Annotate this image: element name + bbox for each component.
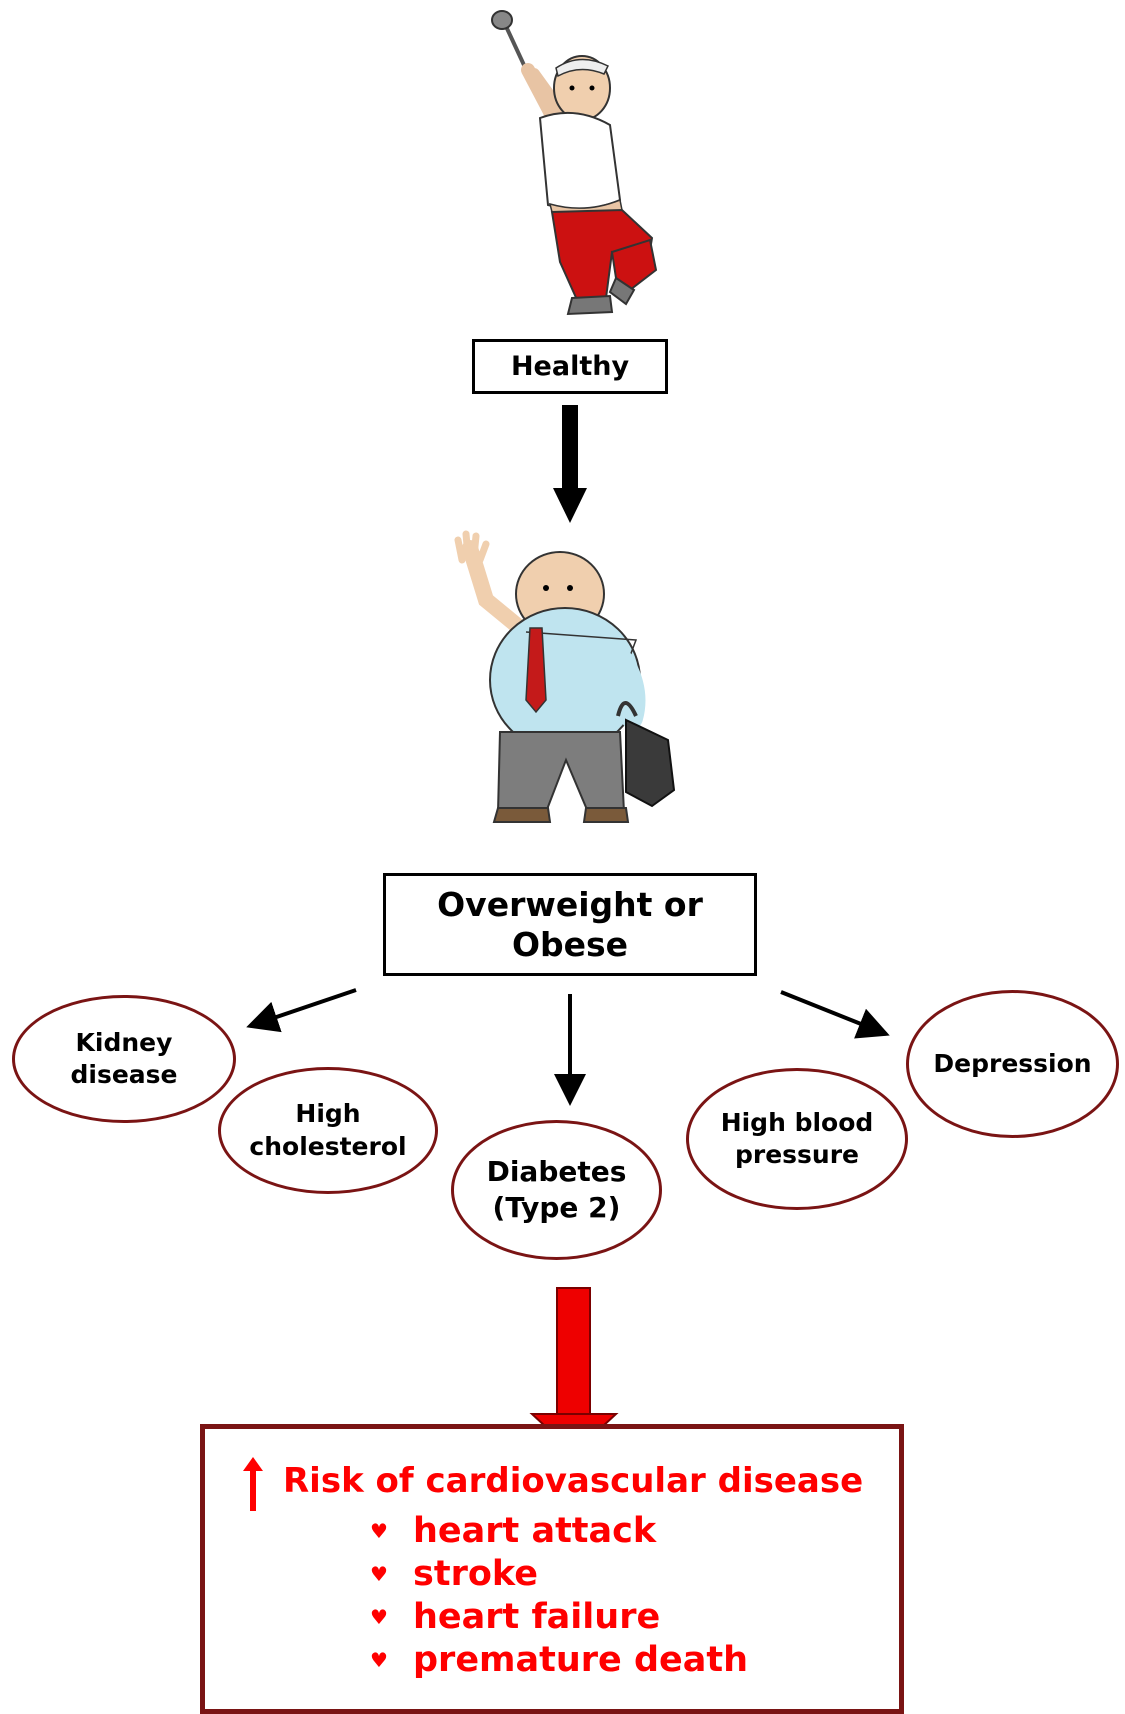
condition-kidney: Kidney disease xyxy=(12,995,236,1123)
outcome-title: Risk of cardiovascular disease xyxy=(283,1461,864,1501)
healthy-box: Healthy xyxy=(472,339,668,394)
condition-cholesterol: High cholesterol xyxy=(218,1067,438,1194)
outcome-item: ♥ heart attack xyxy=(365,1509,748,1552)
outcome-item-text: stroke xyxy=(413,1553,538,1594)
overweight-label: Overweight or Obese xyxy=(437,884,703,964)
arrow-to-depression xyxy=(780,990,890,1039)
heart-icon: ♥ xyxy=(370,1604,388,1629)
up-arrow-icon xyxy=(243,1457,263,1511)
outcome-item-text: heart failure xyxy=(413,1596,661,1637)
healthy-label: Healthy xyxy=(510,351,630,382)
arrow-to-kidney xyxy=(246,988,357,1033)
outcome-item-text: heart attack xyxy=(413,1510,657,1551)
kidney-label: Kidney disease xyxy=(70,1027,178,1090)
heart-icon: ♥ xyxy=(370,1561,388,1586)
overweight-box: Overweight or Obese xyxy=(383,873,757,976)
condition-diabetes: Diabetes (Type 2) xyxy=(451,1120,662,1260)
outcome-box: Risk of cardiovascular disease ♥ heart at… xyxy=(200,1424,904,1714)
outcome-item: ♥ heart failure xyxy=(365,1595,748,1638)
blood-pressure-label: High blood pressure xyxy=(720,1107,874,1170)
heart-icon: ♥ xyxy=(370,1647,388,1672)
outcome-list: ♥ heart attack ♥ stroke ♥ heart failure ♥ pr… xyxy=(365,1509,748,1681)
healthy-to-overweight-arrow xyxy=(553,405,587,523)
condition-depression: Depression xyxy=(906,990,1119,1138)
outcome-item: ♥ premature death xyxy=(365,1638,748,1681)
depression-label: Depression xyxy=(933,1048,1092,1078)
heart-icon: ♥ xyxy=(370,1518,388,1543)
diabetes-label: Diabetes (Type 2) xyxy=(486,1154,627,1224)
outcome-item-text: premature death xyxy=(413,1639,749,1680)
condition-blood-pressure: High blood pressure xyxy=(686,1068,908,1210)
cholesterol-label: High cholesterol xyxy=(249,1099,407,1161)
outcome-item: ♥ stroke xyxy=(365,1552,748,1595)
